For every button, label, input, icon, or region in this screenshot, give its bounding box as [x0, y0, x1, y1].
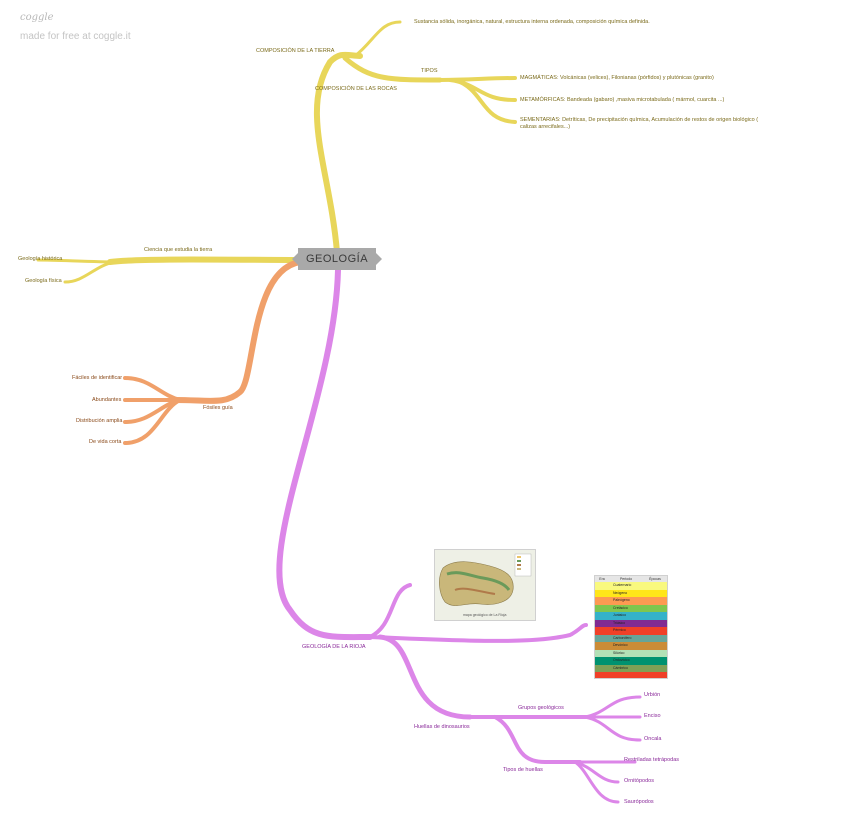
branch-table [368, 623, 588, 643]
branch-rioja [276, 267, 373, 641]
node-sedimentarias[interactable]: SEMENTARIAS: Detríticas, De precipitació… [520, 117, 759, 130]
scale-row: Ordovícico [595, 657, 667, 665]
node-ciencia[interactable]: Ciencia que estudia la tierra [144, 247, 213, 253]
root-node[interactable]: GEOLOGÍA [292, 248, 382, 270]
scale-row-label: Pérmico [613, 628, 626, 632]
node-ornitopodos[interactable]: Ornitópodos [624, 778, 654, 784]
map-caption: mapa geológico de La Rioja [463, 613, 507, 617]
scale-row-label: Triásico [613, 620, 626, 625]
scale-row: Devónico [595, 642, 667, 650]
branch-vida-corta [123, 398, 182, 445]
scale-row-label: Ordovícico [613, 658, 630, 662]
branch-fosiles [172, 259, 303, 404]
node-rioja[interactable]: GEOLOGÍA DE LA RIOJA [302, 644, 366, 650]
scale-row: Cuaternario [595, 582, 667, 590]
branch-sustancia [353, 20, 402, 58]
node-oncala[interactable]: Oncala [644, 736, 662, 742]
node-composicion-tierra[interactable]: COMPOSICIÓN DE LA TIERRA [256, 48, 335, 54]
scale-row: Triásico [595, 619, 667, 627]
scale-header-periodo: Periodo [619, 577, 633, 581]
node-saurupodos[interactable]: Saurópodos [624, 799, 654, 805]
scale-row: Carbonífero [595, 634, 667, 642]
branch-sedimentarias [453, 78, 517, 124]
branch-faciles [123, 376, 182, 402]
node-grupos[interactable]: Grupos geológicos [518, 705, 564, 711]
scale-row: Paleógeno [595, 597, 667, 605]
scale-row-label: Paleógeno [613, 598, 630, 602]
branch-ciencia [107, 256, 301, 265]
scale-row: Jurásico [595, 612, 667, 620]
scale-base [595, 672, 667, 678]
branch-map [368, 583, 412, 639]
scale-row-label: Devónico [613, 643, 628, 647]
scale-row: Neógeno [595, 589, 667, 597]
scale-header-epocas: Épocas [649, 577, 661, 581]
node-urbion[interactable]: Urbión [644, 692, 661, 698]
scale-header-era: Era [599, 577, 605, 581]
scale-row-label: Carbonífero [613, 635, 632, 640]
node-abundantes[interactable]: Abundantes [92, 397, 122, 403]
branch-urbion [583, 695, 642, 719]
node-historica[interactable]: Geología histórica [18, 256, 63, 262]
map-drawing [439, 553, 532, 606]
node-faciles[interactable]: Fáciles de identificar [72, 375, 123, 381]
scale-row-label: Cretácico [613, 605, 628, 610]
scale-row-label: Jurásico [613, 613, 627, 617]
geologic-map-image[interactable]: mapa geológico de La Rioja [434, 549, 536, 621]
scale-row: Pérmico [595, 627, 667, 635]
scale-row: Cámbrico [595, 664, 667, 672]
node-magmaticas[interactable]: MAGMÁTICAS: Volcánicas (velices), Filoni… [520, 75, 714, 81]
node-fisica[interactable]: Geología física [25, 278, 62, 284]
node-fosiles[interactable]: Fósiles guía [203, 405, 233, 411]
scale-row: Silúrico [595, 649, 667, 657]
node-composicion-rocas[interactable]: COMPOSICIÓN DE LAS ROCAS [315, 86, 397, 92]
coggle-logo[interactable]: coggle [20, 12, 54, 23]
branch-saurupodos [573, 760, 620, 804]
node-vida-corta[interactable]: De vida corta [89, 439, 122, 445]
node-metamorficas[interactable]: METAMÓRFICAS: Bandeada (gabaro) ,masiva … [520, 97, 725, 103]
node-tetradactilas[interactable]: Restriladas tetrápodas [624, 757, 680, 763]
node-sustancia[interactable]: Sustancia sólida, inorgánica, natural, e… [414, 19, 650, 25]
scale-row-label: Cámbrico [613, 665, 628, 670]
made-with-link[interactable]: made for free at coggle.it [20, 31, 131, 42]
node-enciso[interactable]: Enciso [644, 713, 661, 719]
node-tipos-huellas[interactable]: Tipos de huellas [503, 767, 543, 773]
branch-oncala [583, 715, 642, 742]
branch-huellas [377, 634, 473, 720]
branch-composicion-rocas [342, 55, 443, 83]
branch-composicion-tierra [313, 51, 363, 255]
branch-ornitopodos [573, 760, 620, 784]
node-huellas[interactable]: Huellas de dinosaurios [414, 724, 470, 730]
scale-row-label: Silúrico [613, 650, 625, 655]
scale-row: Cretácico [595, 604, 667, 612]
scale-row-label: Neógeno [613, 590, 628, 595]
branch-tipos-huellas [493, 715, 582, 764]
node-tipos[interactable]: TIPOS [421, 68, 438, 74]
scale-header: Era Periodo Épocas [595, 576, 667, 582]
scale-row-label: Cuaternario [613, 583, 632, 587]
node-distribucion[interactable]: Distribución amplia [76, 418, 123, 424]
branch-fisica [63, 260, 117, 284]
